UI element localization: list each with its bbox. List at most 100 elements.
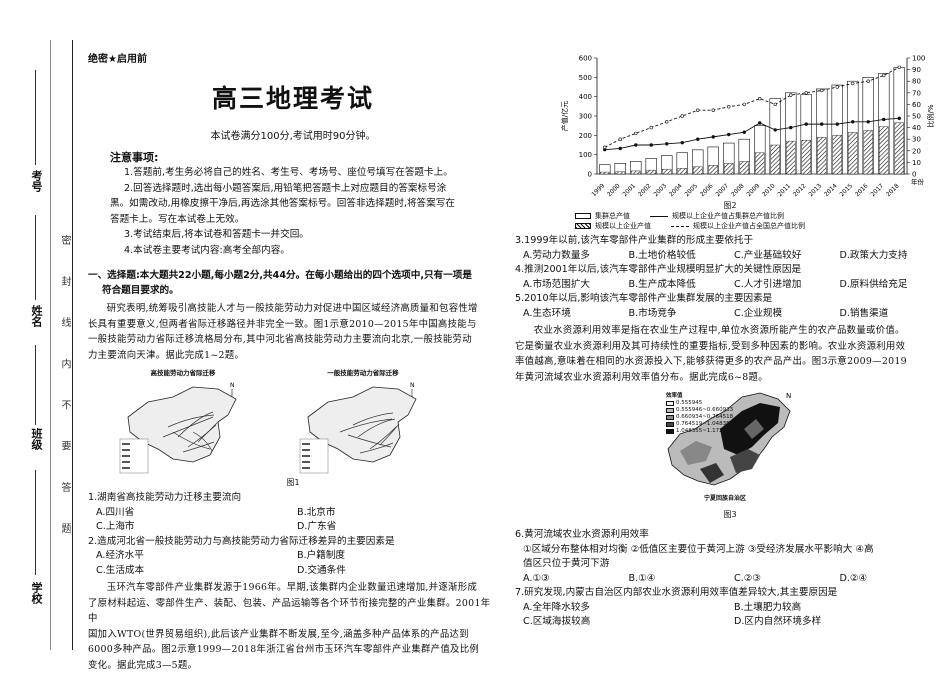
x-tick-label: 2015 [838, 182, 854, 198]
x-tick-label: 2002 [637, 182, 653, 198]
line-share-national-point [618, 137, 622, 141]
option-c[interactable]: C.生活成本 [96, 564, 145, 576]
x-tick-label: 2001 [621, 182, 637, 198]
question-stem: 7.研究发现,内蒙古自治区内部农业水资源利用效率值差异较大,其主要原因是 [515, 587, 838, 598]
school-label: 学校 [30, 582, 43, 604]
question-stem: 6.黄河流域农业水资源利用效率 [515, 529, 649, 540]
y2-tick-label: 10 [912, 159, 921, 167]
line-share-national-point [603, 145, 607, 150]
chart-legend: 集群总产值 规模以上企业产值占集群总产值比例 [515, 211, 945, 221]
option-a[interactable]: A.全年降水较多 [523, 601, 591, 613]
question-statements: ①区域分布整体相对均衡 ②低值区主要位于黄河上游 ③受经济发展水平影响大 ④高 [523, 543, 874, 555]
y-axis-title: 产值/亿元 [560, 101, 569, 131]
option-a[interactable]: A.劳动力数量多 [523, 249, 591, 261]
option-d[interactable]: D.广东省 [297, 521, 337, 532]
x-tick-label: 2000 [606, 182, 622, 198]
passage-2: 玉环汽车零部件产业集群发源于1966年。早期,该集群内企业数量迅速增加,并逐渐形… [88, 580, 498, 673]
option-a[interactable]: A.经济水平 [96, 550, 144, 561]
x-tick-label: 2017 [869, 182, 885, 198]
cluster-output-chart: 0100200300400500600010203040506070809010… [560, 55, 935, 199]
x-tick-label: 2018 [885, 182, 901, 198]
legend-item: 0.555945 [666, 400, 733, 407]
option-b[interactable]: B.市场竞争 [628, 307, 677, 319]
legend-item: 1.048355~1.172773 [666, 428, 733, 435]
bar-large-enterprise [631, 170, 641, 175]
bar-large-enterprise [615, 171, 625, 175]
option-c[interactable]: C.区域海拔较高 [523, 616, 591, 627]
option-a[interactable]: A.生态环境 [523, 307, 571, 319]
x-tick-label: 1999 [590, 182, 606, 198]
option-a[interactable]: A.四川省 [96, 506, 135, 518]
line-share-national-point [882, 73, 886, 78]
option-c[interactable]: C.企业规模 [734, 307, 783, 319]
passage-line: 国加入WTO(世界贸易组织),此后该产业集群不断发展,至今,涵盖多种产品体系的产… [88, 628, 469, 640]
bar-large-enterprise [832, 135, 842, 175]
line-share-cluster-point [835, 122, 839, 126]
option-d[interactable]: D.销售渠道 [839, 307, 889, 319]
question-6: 6.黄河流域农业水资源利用效率 ①区域分布整体相对均衡 ②低值区主要位于黄河上游… [515, 528, 945, 586]
option-c[interactable]: C.人才引进增加 [734, 278, 802, 290]
legend-item: 0.660934~0.764518 [666, 414, 733, 421]
legend-item: 规模以上企业产值占全国总产值比例 [671, 221, 805, 231]
svg-text:N: N [230, 382, 235, 389]
name-label: 姓名 [30, 305, 43, 327]
y2-tick-label: 50 [912, 113, 921, 121]
svg-text:N: N [410, 382, 415, 389]
passage-1: 研究表明,统筹吸引高技能人才与一般技能劳动力对促进中国区域经济高质量和包容性增 … [88, 301, 498, 363]
x-axis-title: 年份 [911, 177, 925, 186]
school-field[interactable] [35, 470, 36, 575]
line-share-cluster-point [665, 142, 669, 146]
y-tick-label: 300 [579, 113, 592, 121]
option-b[interactable]: B.生产成本降低 [628, 278, 696, 290]
china-map-high-skill: N [119, 382, 237, 474]
passage-line: 长具有重要意义,但两者省际迁移路径并非完全一致。图1示意2010—2015年中国… [88, 318, 477, 330]
option-d[interactable]: D.交通条件 [297, 564, 346, 576]
line-share-cluster-point [742, 130, 746, 134]
option-a[interactable]: A.①③ [523, 572, 550, 584]
figure-caption: 图2 [723, 201, 737, 210]
option-c[interactable]: C.上海市 [96, 521, 135, 532]
confidential-mark: 绝密★启用前 [88, 54, 147, 65]
chart-legend: 规模以上企业产值 规模以上企业产值占全国总产值比例 [515, 221, 945, 231]
option-a[interactable]: A.市场范围扩大 [523, 278, 591, 290]
option-b[interactable]: B.①④ [628, 572, 656, 584]
line-share-national-point [649, 125, 653, 130]
line-share-cluster-point [773, 128, 777, 132]
option-b[interactable]: B.土地价格较低 [628, 249, 696, 261]
option-b[interactable]: B.北京市 [297, 506, 336, 518]
line-share-national-point [835, 85, 839, 89]
line-share-national-point [680, 114, 684, 118]
option-b[interactable]: B.土壤肥力较高 [734, 601, 802, 613]
y2-axis-title: 比例/% [926, 104, 935, 127]
bar-large-enterprise [739, 161, 749, 175]
option-d[interactable]: D.②④ [839, 572, 868, 584]
x-tick-label: 2012 [792, 182, 808, 198]
bar-large-enterprise [708, 165, 718, 175]
y2-tick-label: 20 [912, 147, 921, 155]
option-d[interactable]: D.原料供给充足 [839, 278, 908, 290]
class-field[interactable] [35, 345, 36, 425]
bar-large-enterprise [801, 139, 811, 175]
page-title: 高三地理考试 [211, 84, 374, 113]
options: A.①③ B.①④ C.②③ D.②④ [515, 572, 945, 587]
line-share-national-point [711, 108, 715, 112]
options: A.全年降水较多 B.土壤肥力较高 C.区域海拔较高 D.区内自然环境多样 [515, 601, 945, 630]
name-field[interactable] [35, 215, 36, 300]
option-d[interactable]: D.政策大力支持 [839, 249, 908, 261]
option-c[interactable]: C.产业基础较好 [734, 249, 802, 261]
option-d[interactable]: D.区内自然环境多样 [734, 616, 822, 627]
x-tick-label: 2006 [699, 182, 715, 198]
china-map-general-skill: N [299, 382, 417, 474]
line-share-cluster-point [696, 137, 700, 141]
question-5: 5.2010年以后,影响该汽车零部件产业集群发展的主要因素是 A.生态环境 B.… [515, 292, 945, 321]
exam-number-field[interactable] [35, 70, 36, 165]
question-1: 1.湖南省高技能劳动力迁移主要流向 A.四川省 B.北京市 C.上海市 D.广东… [88, 491, 498, 535]
x-tick-label: 2014 [823, 182, 839, 198]
passage-line: 率值越高,意味着在相同的水资源投入下,能够获得更多的农产品产出。图3示意2009… [515, 356, 907, 367]
exam-number-label: 考号 [30, 170, 43, 192]
option-c[interactable]: C.②③ [734, 572, 761, 584]
bar-large-enterprise [863, 130, 873, 175]
x-tick-label: 2005 [683, 182, 699, 198]
option-b[interactable]: B.户籍制度 [297, 550, 346, 561]
